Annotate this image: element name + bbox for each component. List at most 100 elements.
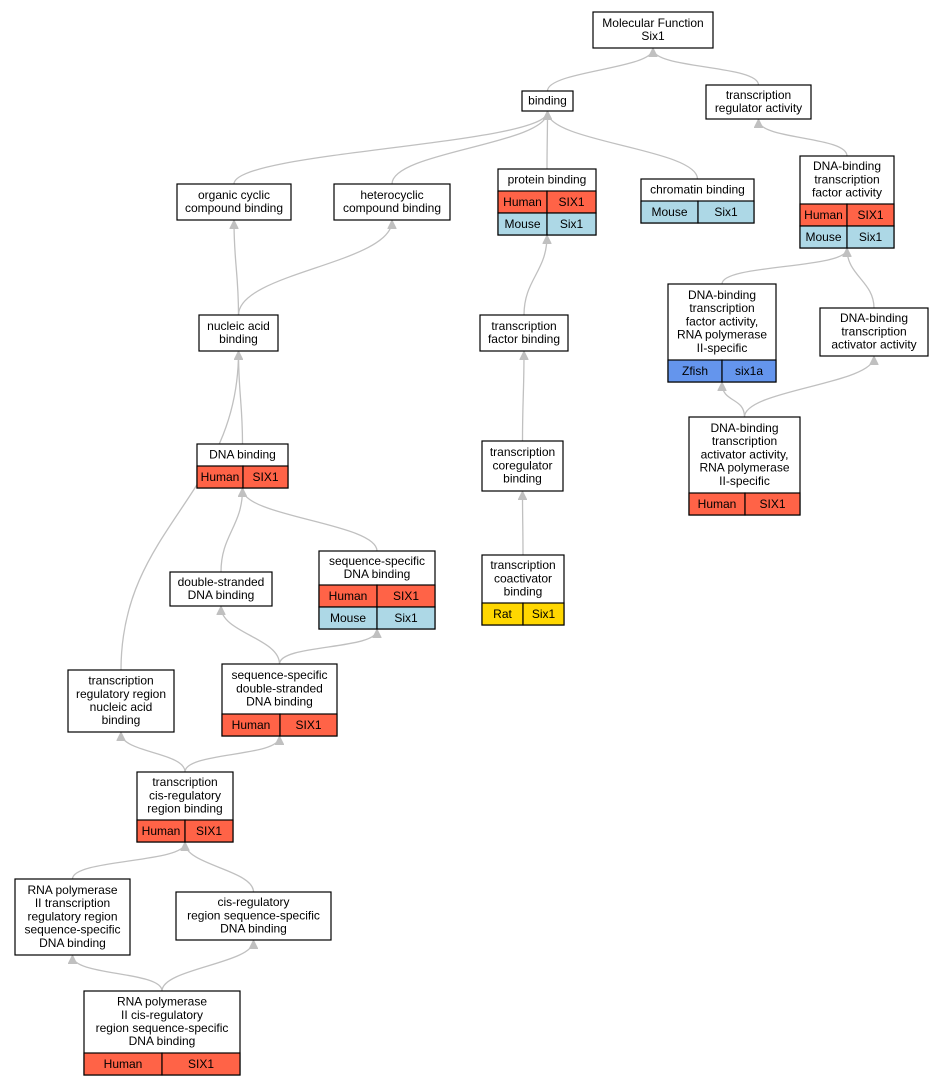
edge-nab-to-ocb: [234, 221, 240, 316]
node-label-line: DNA-binding: [813, 159, 881, 173]
gene-cell: [721, 359, 777, 383]
node-label-line: II transcription: [35, 896, 110, 910]
species-label: Mouse: [330, 611, 366, 625]
node-label-line: cis-regulatory: [149, 788, 221, 802]
node-label-line: DNA-binding: [688, 288, 756, 302]
gene-label: Six1: [714, 205, 738, 219]
edge-ocb-to-binding: [233, 112, 548, 185]
node-box: [592, 11, 714, 49]
node-label-line: DNA binding: [129, 1034, 196, 1048]
node-box: [169, 571, 273, 607]
edge-rpcrr-to-crrssdb: [161, 941, 254, 992]
species-label: Human: [698, 497, 737, 511]
node-label-line: activator activity: [831, 338, 916, 352]
gene-label: SIX1: [252, 470, 278, 484]
node-label-line: RNA polymerase: [117, 995, 207, 1009]
node-label-line: nucleic acid: [207, 319, 270, 333]
node-label-line: transcription: [841, 324, 906, 338]
go-term-node-binding[interactable]: binding: [521, 90, 574, 112]
species-label: Human: [232, 718, 271, 732]
node-label-line: binding: [504, 585, 543, 599]
node-box: [705, 84, 812, 120]
species-label: Human: [804, 208, 843, 222]
gene-label: SIX1: [759, 497, 785, 511]
node-label-line: compound binding: [343, 201, 441, 215]
edge-ssdsdb-to-ssdb: [278, 630, 378, 665]
edge-dnab-to-nab: [239, 352, 244, 445]
node-label-line: II cis-regulatory: [121, 1008, 203, 1022]
species-label: Human: [142, 824, 181, 838]
species-label: Mouse: [504, 217, 540, 231]
node-label-line: RNA polymerase: [27, 883, 117, 897]
gene-label: SIX1: [558, 195, 584, 209]
node-box: [521, 90, 574, 112]
node-label-line: DNA-binding: [840, 311, 908, 325]
edge-pb-to-binding: [547, 112, 548, 170]
gene-cell: [546, 212, 597, 236]
node-label-line: coregulator: [492, 458, 552, 472]
gene-label: SIX1: [857, 208, 883, 222]
edge-dbtaa-to-dbtfa: [847, 249, 875, 309]
edge-dbtfa2-to-dbtfa: [721, 249, 847, 285]
node-box: [176, 183, 292, 221]
node-label-line: sequence-specific: [231, 668, 327, 682]
node-box: [481, 440, 564, 492]
node-label-line: DNA binding: [344, 567, 411, 581]
edge-tcrrb-to-ssdsdb: [184, 737, 280, 773]
edge-dbtaa2-to-dbtaa: [743, 357, 875, 418]
node-box: [14, 878, 131, 956]
edge-crrssdb-to-tcrrb: [185, 843, 255, 893]
edge-tcrrb-to-trrnab: [121, 733, 186, 773]
gene-cell: [279, 713, 338, 737]
node-label-line: transcription: [491, 319, 556, 333]
node-label-line: transcription: [490, 445, 555, 459]
node-label-line: DNA-binding: [710, 421, 778, 435]
gene-label: six1a: [735, 364, 763, 378]
node-label-line: DNA binding: [209, 447, 276, 461]
node-label-line: double-stranded: [236, 681, 323, 695]
node-label-line: II-specific: [719, 474, 770, 488]
edge-dbtfa-to-tra: [759, 120, 848, 157]
node-label-line: double-stranded: [178, 575, 265, 589]
node-label-line: chromatin binding: [650, 182, 745, 196]
node-label-line: II-specific: [697, 341, 748, 355]
edge-rptrr-to-tcrrb: [71, 843, 186, 880]
gene-cell: [744, 492, 801, 516]
edge-nab-to-hcb: [237, 221, 393, 316]
node-box: [198, 314, 279, 352]
node-label-line: regulator activity: [715, 101, 802, 115]
node-label-line: DNA binding: [188, 588, 255, 602]
gene-label: SIX1: [295, 718, 321, 732]
node-label-line: sequence-specific: [24, 923, 120, 937]
node-label-line: binding: [528, 93, 567, 107]
node-label-line: organic cyclic: [198, 188, 270, 202]
edge-trrnab-to-nab: [120, 352, 239, 671]
node-label-line: transcription: [88, 674, 153, 688]
gene-label: Six1: [859, 230, 883, 244]
gene-label: Six1: [560, 217, 584, 231]
